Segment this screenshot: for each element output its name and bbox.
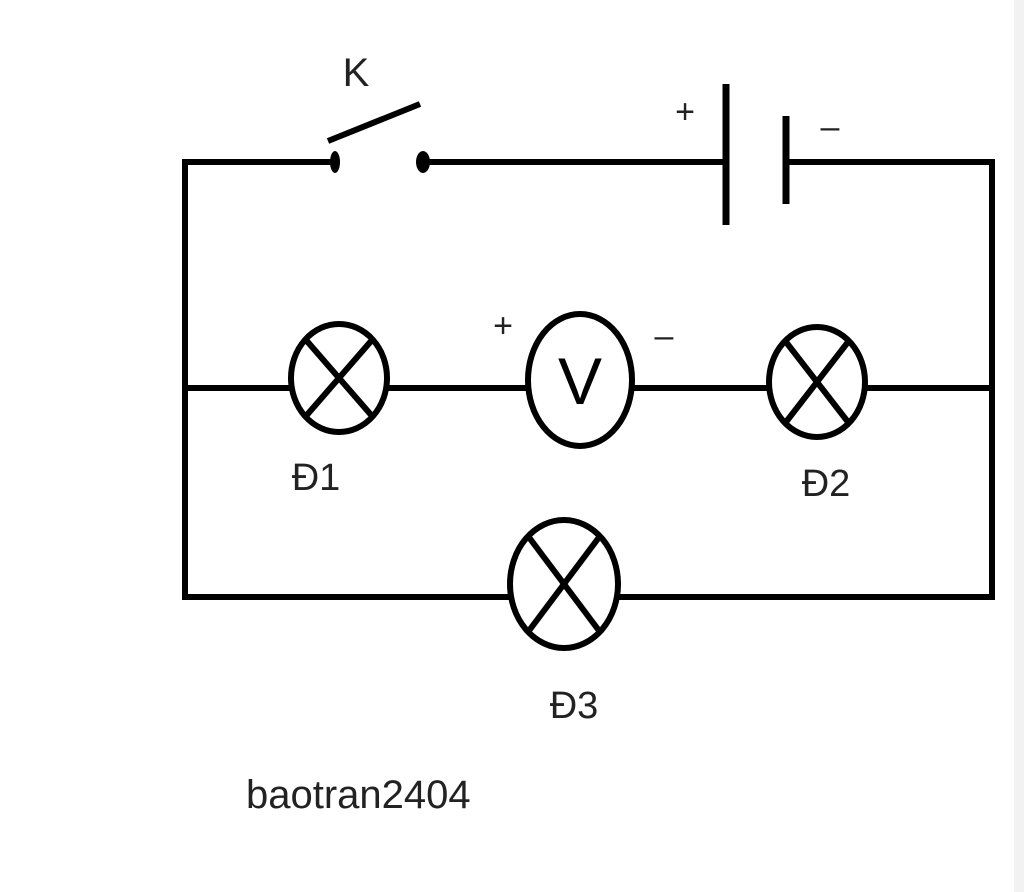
switch-contact-left [330, 151, 340, 173]
voltmeter: V + – [493, 307, 674, 449]
voltmeter-minus-sign: – [655, 317, 674, 355]
lamp-d1-cross-b [303, 338, 375, 418]
lamp-d3: Đ3 [507, 517, 621, 727]
window-edge [1014, 0, 1024, 892]
lamp-d2-label: Đ2 [802, 463, 851, 505]
lamp-d1-label: Đ1 [292, 457, 341, 499]
switch-lever [326, 101, 422, 144]
lamp-d2: Đ2 [766, 324, 868, 505]
battery-plus-sign: + [675, 93, 695, 131]
lamp-d1: Đ1 [288, 321, 390, 499]
switch-k: K [326, 51, 430, 173]
voltmeter-plus-sign: + [493, 307, 513, 345]
lamp-d2-cross-b [783, 340, 851, 424]
battery: + – [675, 84, 840, 225]
switch-contact-right [416, 151, 430, 173]
watermark-text: baotran2404 [246, 773, 471, 817]
switch-label: K [343, 51, 370, 95]
voltmeter-symbol: V [558, 344, 602, 418]
battery-minus-sign: – [821, 108, 840, 146]
voltmeter-body [525, 311, 635, 449]
wires [182, 159, 995, 600]
lamp-d3-label: Đ3 [550, 685, 599, 727]
lamp-d3-cross-b [525, 534, 603, 634]
